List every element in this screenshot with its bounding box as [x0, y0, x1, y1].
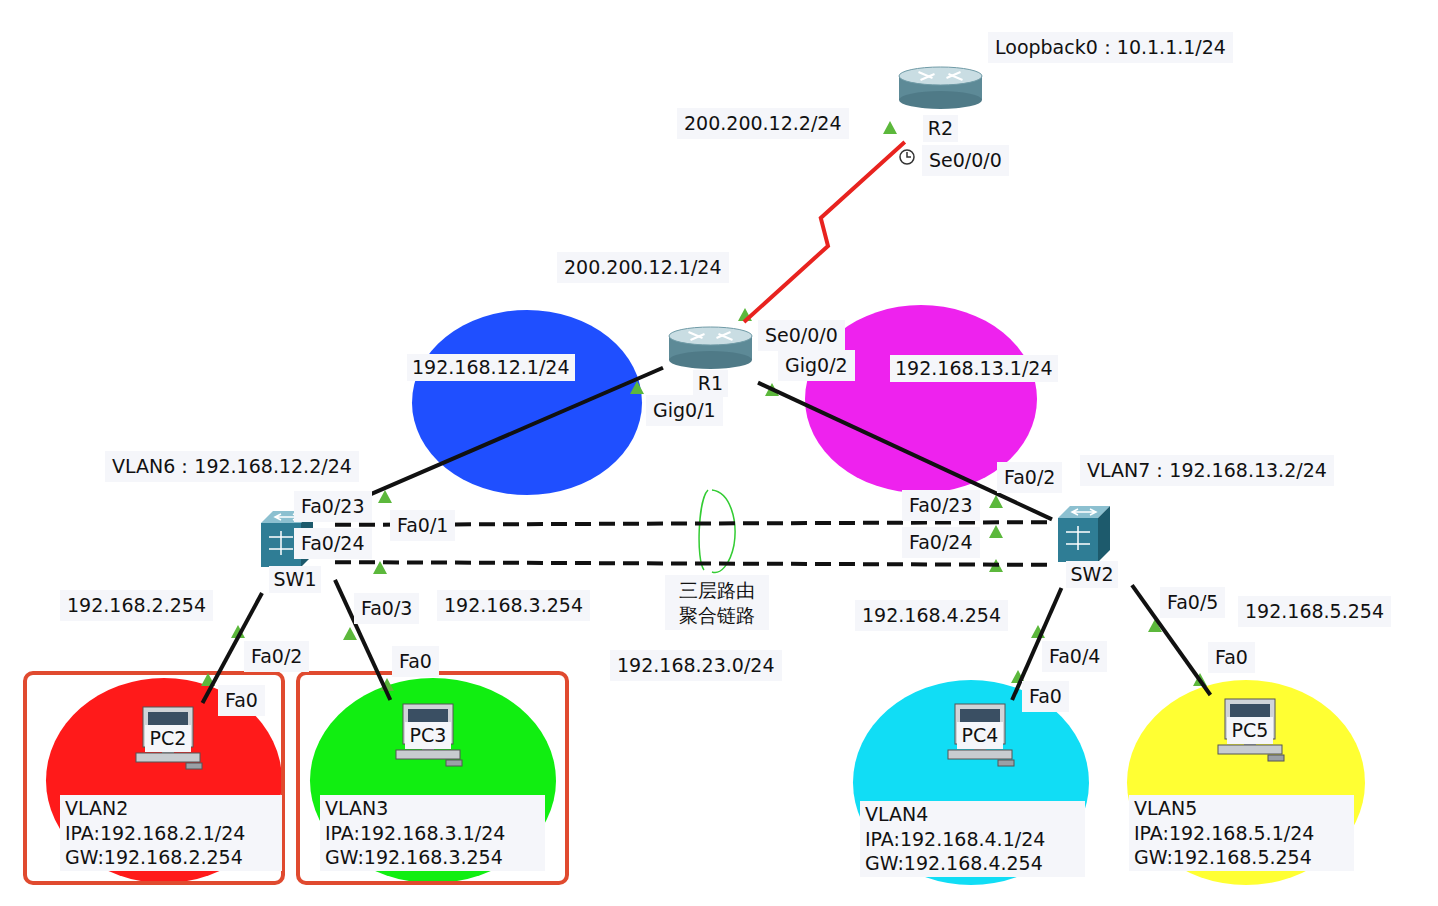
pc-icon: PC4: [940, 700, 1020, 775]
address-label: 192.168.2.254: [60, 590, 213, 621]
port-name: Fa0: [1208, 642, 1255, 673]
subnet-text: 192.168.13.1/24: [890, 355, 1058, 382]
address-label: VLAN7：192.168.13.2/24: [1080, 455, 1334, 486]
device-name: SW1: [269, 566, 322, 593]
address-label: 192.168.5.254: [1238, 596, 1391, 627]
device-name: PC3: [405, 722, 452, 749]
switch-icon-shape: [1052, 500, 1114, 564]
port-name: Se0/0/0: [758, 320, 845, 351]
address-label: 200.200.12.2/24: [677, 108, 849, 139]
address-label: 192.168.23.0/24: [610, 650, 782, 681]
highlight-frame: [25, 673, 283, 883]
subnet-area: VLAN3 IPA:192.168.3.1/24 GW:192.168.3.25…: [310, 678, 556, 883]
subnet-area-shape: [412, 310, 642, 495]
address-label: 192.168.4.254: [855, 600, 1008, 631]
subnet-text: 192.168.12.1/24: [407, 354, 575, 381]
port-name: Fa0/24: [294, 528, 372, 559]
address-label: 200.200.12.1/24: [557, 252, 729, 283]
aggregation-loop: [699, 490, 708, 570]
port-name: Se0/0/0: [922, 145, 1009, 176]
subnet-area: 192.168.12.1/24: [412, 310, 642, 495]
port-name: Fa0: [218, 685, 265, 716]
device-name: R1: [693, 370, 728, 397]
aggregation-loop: [712, 490, 735, 573]
router-icon-shape: [893, 62, 988, 114]
address-label: 三层路由 聚合链路: [665, 575, 769, 630]
port-name: Fa0: [1022, 681, 1069, 712]
port-name: Fa0/2: [997, 462, 1062, 493]
port-name: Fa0/3: [354, 593, 419, 624]
subnet-text: VLAN3 IPA:192.168.3.1/24 GW:192.168.3.25…: [320, 795, 545, 871]
port-name: Fa0/23: [294, 491, 372, 522]
device-name: PC5: [1227, 717, 1274, 744]
pc-icon: PC2: [128, 703, 208, 778]
port-name: Fa0/24: [902, 527, 980, 558]
address-label: 192.168.3.254: [437, 590, 590, 621]
device-name: PC2: [145, 725, 192, 752]
aggregated-link: [335, 562, 1052, 565]
pc-icon: PC5: [1210, 695, 1290, 770]
subnet-area: VLAN5 IPA:192.168.5.1/24 GW:192.168.5.25…: [1127, 680, 1365, 885]
subnet-text: VLAN2 IPA:192.168.2.1/24 GW:192.168.2.25…: [60, 795, 282, 871]
clock-symbol: [900, 150, 914, 164]
subnet-text: VLAN4 IPA:192.168.4.1/24 GW:192.168.4.25…: [860, 801, 1085, 877]
port-name: Gig0/1: [646, 395, 723, 426]
port-marker: [883, 121, 897, 134]
router-icon: R1: [663, 322, 758, 397]
subnet-text: VLAN5 IPA:192.168.5.1/24 GW:192.168.5.25…: [1129, 795, 1354, 871]
address-label: Loopback0：10.1.1.1/24: [988, 32, 1233, 63]
port-name: Fa0/1: [390, 510, 455, 541]
router-icon: R2: [893, 62, 988, 142]
port-name: Fa0/2: [244, 641, 309, 672]
switch-icon: SW2: [1052, 500, 1132, 588]
port-name: Fa0/23: [902, 490, 980, 521]
port-markers: [201, 121, 1207, 691]
pc-icon: PC3: [388, 700, 468, 775]
highlight-frame: [298, 673, 567, 883]
address-label: VLAN6：192.168.12.2/24: [105, 451, 359, 482]
router-icon-shape: [663, 322, 758, 374]
port-marker: [989, 525, 1003, 538]
device-name: SW2: [1066, 561, 1119, 588]
device-name: R2: [923, 115, 958, 142]
device-name: PC4: [957, 722, 1004, 749]
port-name: Fa0/4: [1042, 641, 1107, 672]
port-name: Gig0/2: [778, 350, 855, 381]
port-marker: [343, 627, 357, 640]
port-name: Fa0/5: [1160, 587, 1225, 618]
port-name: Fa0: [392, 646, 439, 677]
serial-link: [744, 142, 905, 322]
